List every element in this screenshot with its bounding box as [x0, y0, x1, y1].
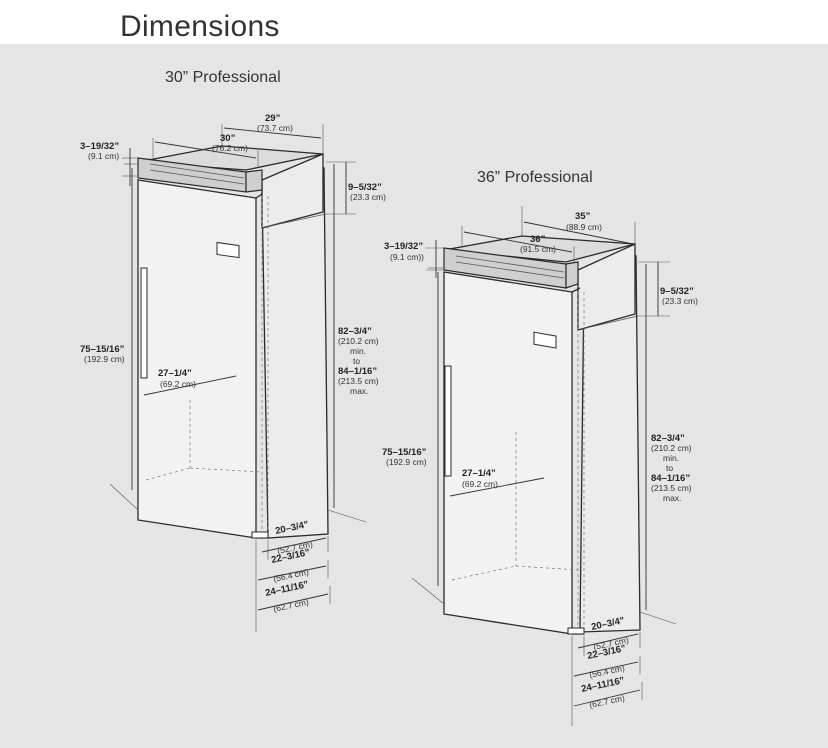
model-30-diagram: 30” Professional 29” (73. — [80, 69, 386, 632]
model-30-grille-height-metric: (9.1 cm) — [88, 151, 119, 161]
model-30-title: 30” Professional — [165, 69, 281, 86]
model-36-depth-3-label: 24–11/16” — [580, 675, 625, 695]
model-36-box-height-label: 75–15/16” — [382, 447, 427, 458]
model-30-height-min-label: 82–3/4” — [338, 326, 372, 337]
model-36-control-panel — [533, 331, 557, 349]
model-36-top-offset-metric: (23.3 cm) — [662, 296, 698, 306]
model-30-height-max-label: 84–1/16” — [338, 366, 377, 377]
model-30-top-offset-metric: (23.3 cm) — [350, 192, 386, 202]
model-36-width-label: 36” — [530, 234, 546, 245]
model-36-depth-3-metric: (62.7 cm) — [588, 693, 625, 710]
model-36-grille-height-label: 3–19/32” — [384, 241, 423, 252]
model-30-height-min-metric: (210.2 cm) — [338, 336, 379, 346]
model-30-control-panel — [216, 241, 240, 259]
model-30-grille-height-label: 3–19/32” — [80, 141, 119, 152]
model-36-door — [443, 271, 573, 635]
model-30-box-height-label: 75–15/16” — [80, 344, 125, 355]
model-36-grille-height-metric: (9.1 cm)) — [390, 252, 424, 262]
model-36-interior-width-label: 27–1/4” — [462, 468, 496, 479]
model-36-top-depth-label: 35” — [575, 211, 591, 222]
model-30-box-height-metric: (192.9 cm) — [84, 354, 125, 364]
model-30-width-metric: (76.2 cm) — [212, 143, 248, 153]
model-30-height-max-word: max. — [350, 386, 368, 396]
model-36-door-handle — [444, 365, 452, 477]
model-36-height-max-label: 84–1/16” — [651, 473, 690, 484]
model-30-width-label: 30” — [220, 133, 236, 144]
model-30-height-max-metric: (213.5 cm) — [338, 376, 379, 386]
model-36-height-max-metric: (213.5 cm) — [651, 483, 692, 493]
model-36-diagram: 36” Professional 35” (88. — [382, 169, 698, 726]
model-30-top-depth-metric: (73.7 cm) — [257, 123, 293, 133]
model-30-depth-3-metric: (62.7 cm) — [272, 597, 309, 614]
model-36-box-height-metric: (192.9 cm) — [386, 457, 427, 467]
model-30-top-depth-label: 29” — [265, 113, 281, 124]
model-30-door-handle — [140, 267, 148, 379]
model-30-height-min-word: min. — [350, 346, 366, 356]
page-title: Dimensions — [120, 10, 280, 43]
model-30-top-offset-label: 9–5/32” — [348, 182, 382, 193]
model-36-top-depth-metric: (88.9 cm) — [566, 222, 602, 232]
model-36-height-min-word: min. — [663, 453, 679, 463]
model-30-interior-width-metric: (69.2 cm) — [160, 379, 196, 389]
model-30-depth-3-label: 24–11/16” — [264, 579, 309, 599]
model-30-interior-width-label: 27–1/4” — [158, 368, 192, 379]
model-36-height-min-metric: (210.2 cm) — [651, 443, 692, 453]
model-36-height-to-word: to — [666, 463, 673, 473]
model-36-width-metric: (91.5 cm) — [520, 244, 556, 254]
model-36-height-max-word: max. — [663, 493, 681, 503]
model-30-top-cabinet — [261, 153, 324, 229]
model-36-interior-width-metric: (69.2 cm) — [462, 479, 498, 489]
model-36-title: 36” Professional — [477, 169, 593, 186]
model-30-height-to-word: to — [353, 356, 360, 366]
model-36-height-min-label: 82–3/4” — [651, 433, 685, 444]
model-30-door — [137, 179, 257, 539]
model-36-top-offset-label: 9–5/32” — [660, 286, 694, 297]
